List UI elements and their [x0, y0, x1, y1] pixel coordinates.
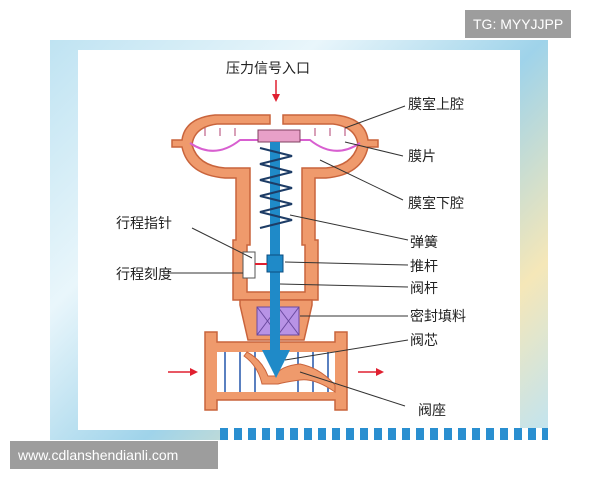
label-valve-seat: 阀座	[418, 403, 446, 419]
leader-lines	[168, 105, 409, 407]
label-stroke-scale: 行程刻度	[116, 267, 172, 283]
label-push-rod: 推杆	[410, 259, 438, 275]
watermark-bottom: www.cdlanshendianli.com	[10, 441, 218, 469]
label-lower-chamber: 膜室下腔	[408, 196, 464, 212]
stroke-scale	[242, 251, 256, 279]
pressure-ticks	[204, 128, 346, 136]
label-valve-stem: 阀杆	[410, 281, 438, 297]
diaphragm-plate	[257, 129, 301, 143]
seat-partition	[243, 351, 336, 393]
watermark-top: TG: MYYJJPP	[465, 10, 572, 38]
decorative-border	[220, 428, 548, 440]
diaphragm-housing	[171, 114, 379, 301]
label-packing: 密封填料	[410, 309, 466, 325]
label-diaphragm: 膜片	[408, 149, 436, 165]
push-rod-connector	[266, 254, 284, 273]
label-valve-plug: 阀芯	[410, 333, 438, 349]
label-spring: 弹簧	[410, 235, 438, 251]
valve-stem	[270, 142, 280, 352]
label-stroke-pointer: 行程指针	[116, 216, 172, 232]
label-upper-chamber: 膜室上腔	[408, 97, 464, 113]
label-signal-inlet: 压力信号入口	[226, 61, 310, 77]
spring	[259, 147, 293, 229]
valve-plug	[262, 350, 290, 378]
